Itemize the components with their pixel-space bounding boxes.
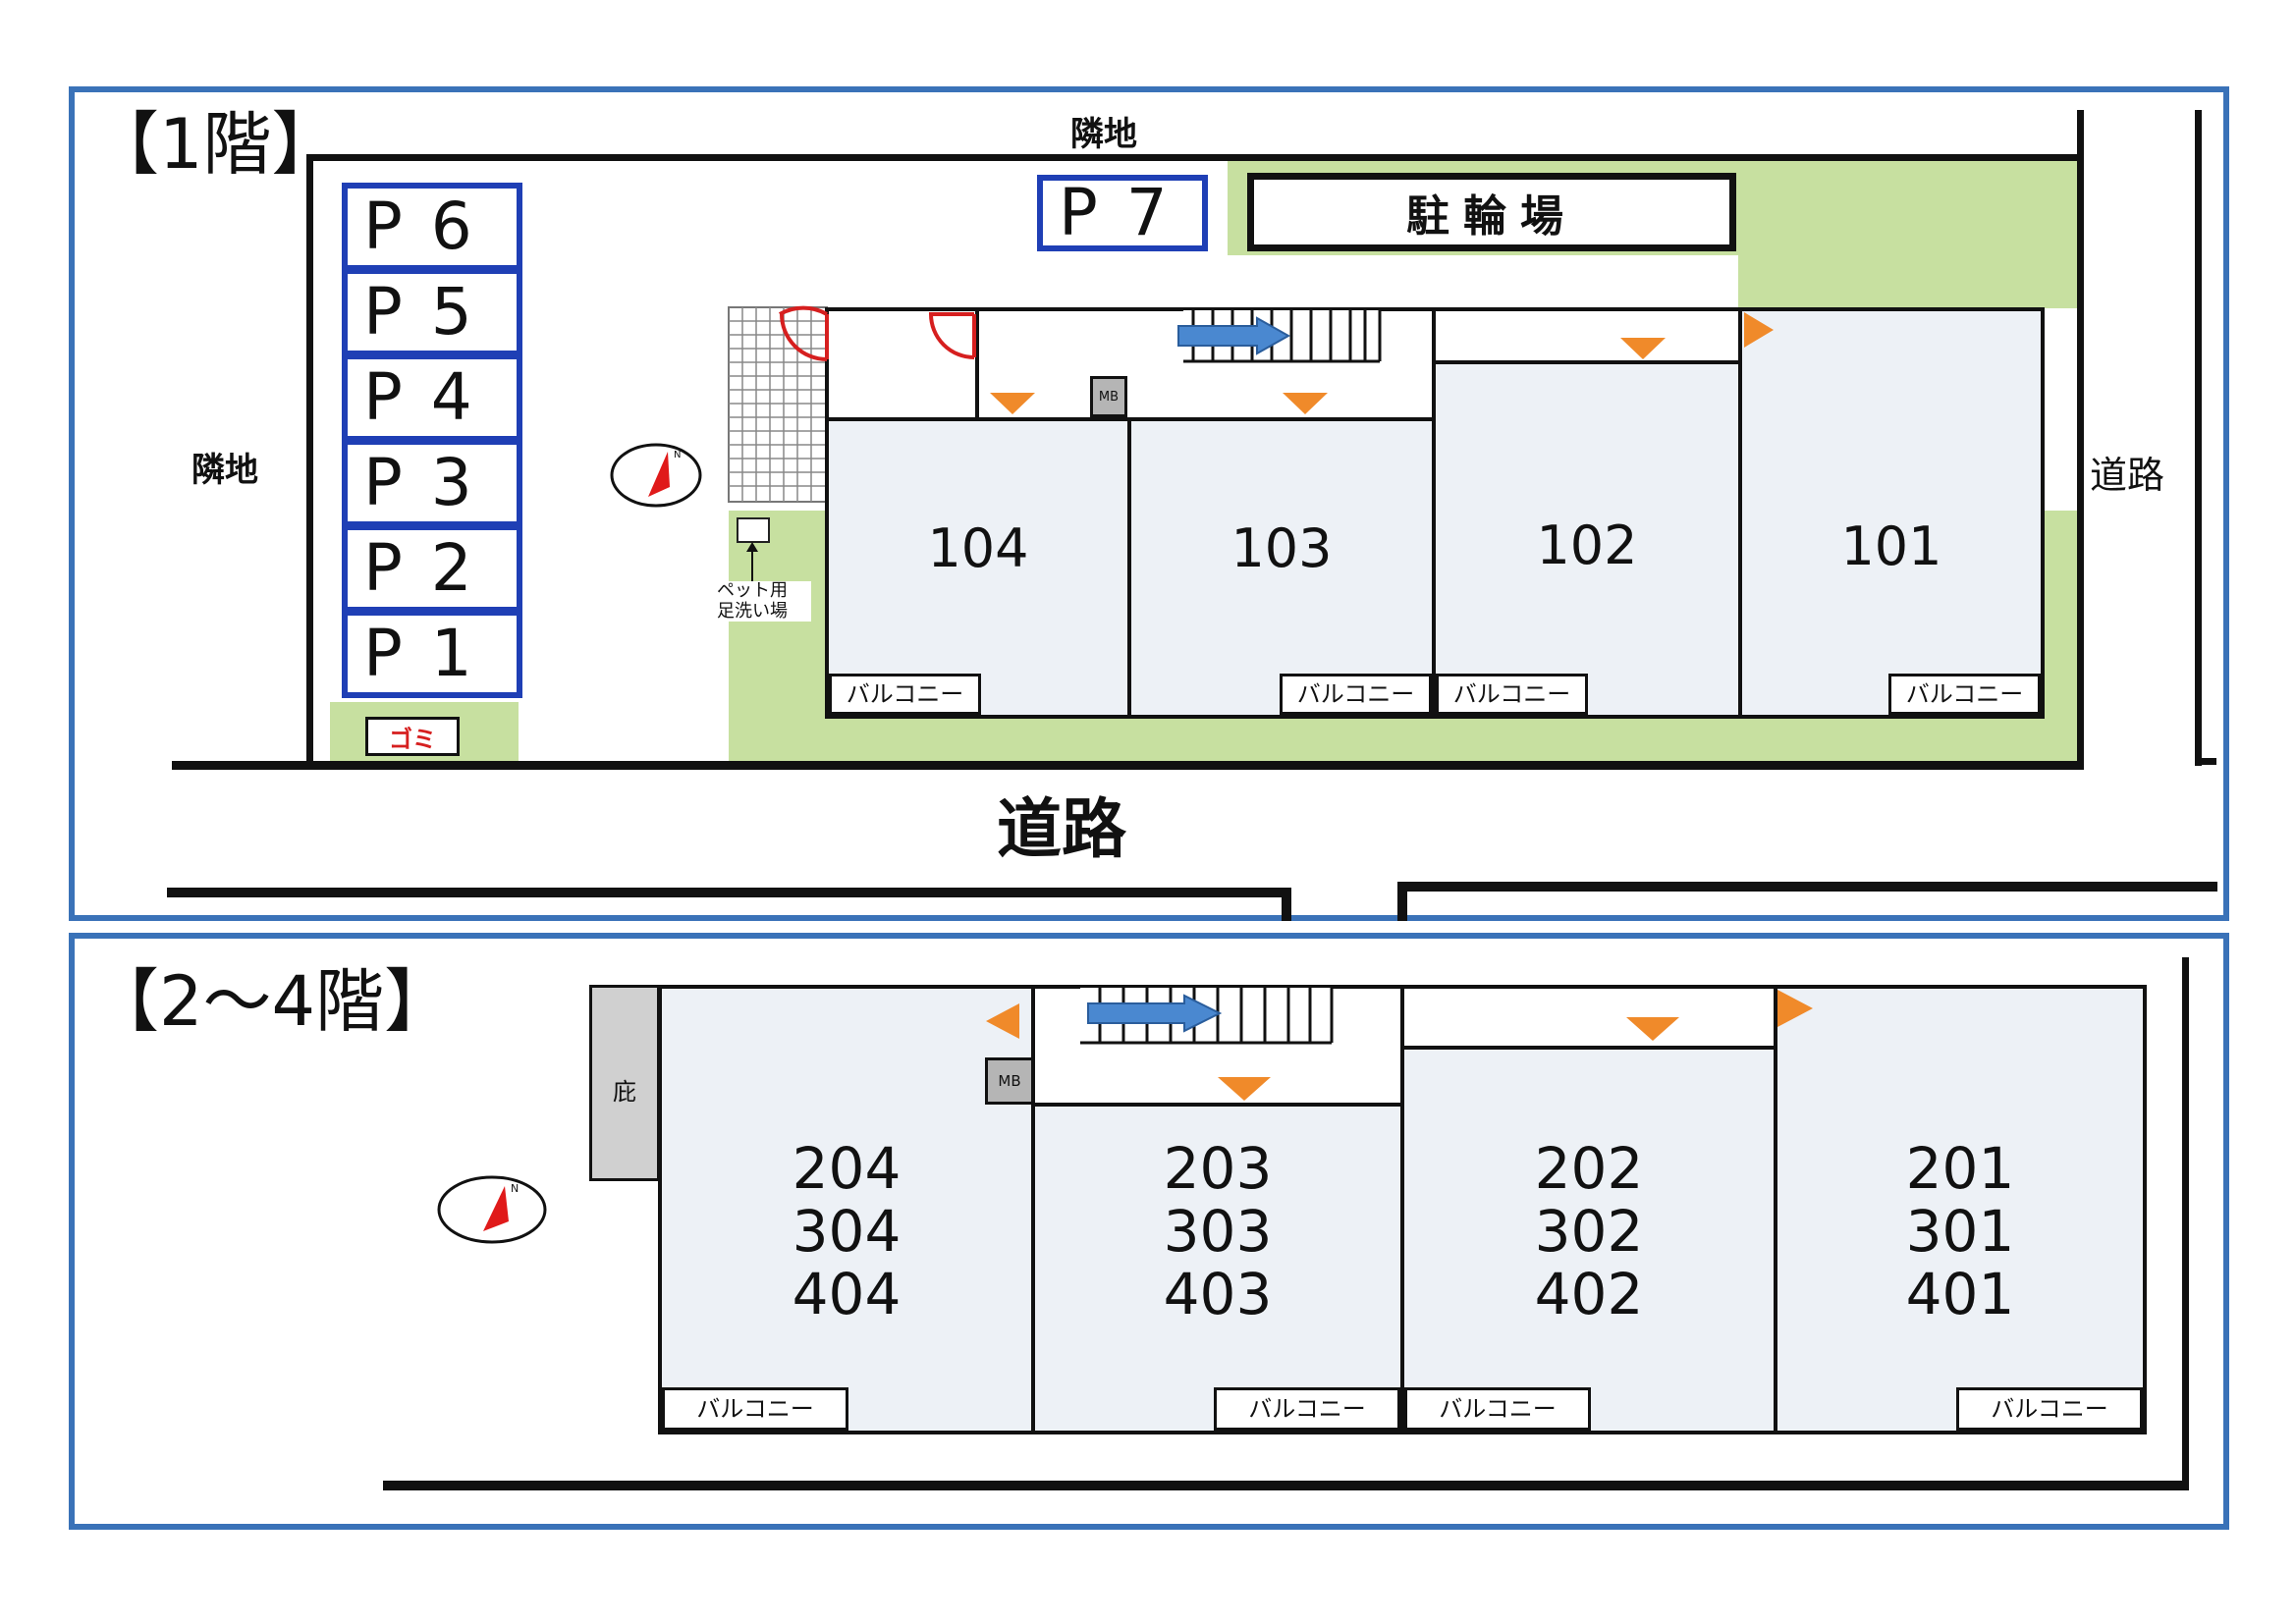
room-203-balcony: バルコニー <box>1214 1387 1400 1431</box>
property-bottom-wall <box>172 761 2084 770</box>
entry-arrow-icon <box>1777 990 1813 1027</box>
stairs-direction-arrow-icon <box>1087 994 1223 1033</box>
room-204-304-404: 204 304 404 バルコニー <box>658 985 1035 1434</box>
entry-arrow-icon <box>1626 1017 1679 1041</box>
mb-label-floor1: MB <box>1098 389 1120 405</box>
compass-icon: N <box>437 1175 547 1244</box>
room-201-301-401-number: 201 301 401 <box>1905 1135 2015 1327</box>
road-bottom-line-right <box>1397 882 2217 892</box>
parking-p3: P 3 <box>342 439 522 527</box>
room-202-balcony: バルコニー <box>1404 1387 1591 1431</box>
entry-arrow-icon <box>1744 312 1774 348</box>
parking-p2: P 2 <box>342 524 522 613</box>
room-103-balcony: バルコニー <box>1280 674 1432 715</box>
property-left-wall <box>306 154 313 763</box>
neighbor-left-label: 隣地 <box>191 451 258 490</box>
room-201-balcony: バルコニー <box>1956 1387 2143 1431</box>
floor2-right-edge <box>2182 957 2189 1488</box>
road-bottom-line-right-drop <box>1397 882 1407 921</box>
pet-wash-tap <box>737 517 770 543</box>
floor1-frame <box>69 86 2229 921</box>
pet-wash-arrow-icon <box>746 542 758 581</box>
parking-p4: P 4 <box>342 353 522 442</box>
bicycle-parking: 駐輪場 <box>1247 173 1736 251</box>
property-right-wall <box>2077 110 2084 766</box>
right-road-edge <box>2195 110 2202 766</box>
floor1-corridor-right <box>1432 307 1781 364</box>
compass-north-label: N <box>674 450 681 460</box>
room-202-302-402: 202 302 402 バルコニー <box>1400 1046 1777 1434</box>
garbage-label: ゴミ <box>389 725 436 753</box>
entry-arrow-icon <box>1620 338 1666 359</box>
property-top-wall <box>306 154 2084 161</box>
room-203-303-403: 203 303 403 バルコニー <box>1031 1103 1404 1434</box>
floor2-corridor-right <box>1400 985 1821 1050</box>
floor2-bottom-line <box>383 1481 2189 1490</box>
green-area-top-right-lower <box>1738 161 2077 308</box>
floor1-heading: 【1階】 <box>90 104 341 185</box>
mb-box-floor1: MB <box>1090 376 1127 417</box>
road-bottom-line-left-drop <box>1282 888 1291 921</box>
eaves-box: 庇 <box>589 985 660 1181</box>
room-101: 101 バルコニー <box>1738 307 2045 719</box>
mb-box-floor2: MB <box>985 1057 1034 1105</box>
room-102: 102 バルコニー <box>1432 360 1742 719</box>
door-swing-icon <box>928 312 976 359</box>
pet-wash-label: ペット用 足洗い場 <box>693 580 811 622</box>
entry-arrow-icon <box>1283 393 1328 414</box>
compass-north-label: N <box>511 1182 519 1195</box>
room-204-balcony: バルコニー <box>662 1387 848 1431</box>
bicycle-parking-label: 駐輪場 <box>1406 191 1577 242</box>
room-201-301-401: 201 301 401 バルコニー <box>1774 985 2147 1434</box>
room-104: 104 バルコニー <box>825 417 1131 719</box>
entry-arrow-icon <box>986 1003 1019 1039</box>
floor2-frame <box>69 933 2229 1530</box>
mb-label-floor2: MB <box>998 1072 1021 1090</box>
entry-arrow-icon <box>990 393 1035 414</box>
road-bottom-line-left <box>167 888 1291 897</box>
corridor-divider <box>975 307 979 417</box>
entry-arrow-icon <box>1218 1077 1271 1101</box>
room-101-balcony: バルコニー <box>1888 674 2041 715</box>
door-swing-icon <box>779 305 829 361</box>
parking-p1: P 1 <box>342 610 522 698</box>
garbage-box: ゴミ <box>365 717 460 756</box>
right-road-edge-foot <box>2195 758 2216 765</box>
compass-icon: N <box>610 443 702 508</box>
road-right-label: 道路 <box>2090 454 2165 497</box>
room-203-303-403-number: 203 303 403 <box>1163 1135 1273 1327</box>
room-202-302-402-number: 202 302 402 <box>1534 1135 1644 1327</box>
room-103: 103 バルコニー <box>1127 417 1436 719</box>
room-102-balcony: バルコニー <box>1436 674 1588 715</box>
neighbor-top-label: 隣地 <box>1070 115 1137 154</box>
room-204-304-404-number: 204 304 404 <box>792 1135 902 1327</box>
parking-p6: P 6 <box>342 183 522 271</box>
stairs-direction-arrow-icon <box>1177 316 1291 355</box>
parking-p7: P 7 <box>1037 175 1208 251</box>
floor2-heading: 【2～4階】 <box>90 961 454 1042</box>
room-104-balcony: バルコニー <box>829 674 981 715</box>
room-103-number: 103 <box>1230 517 1333 579</box>
road-bottom-label: 道路 <box>997 791 1126 867</box>
room-101-number: 101 <box>1840 515 1942 577</box>
room-102-number: 102 <box>1536 514 1638 576</box>
eaves-label: 庇 <box>613 1078 636 1106</box>
room-104-number: 104 <box>927 517 1029 579</box>
parking-p5: P 5 <box>342 268 522 356</box>
